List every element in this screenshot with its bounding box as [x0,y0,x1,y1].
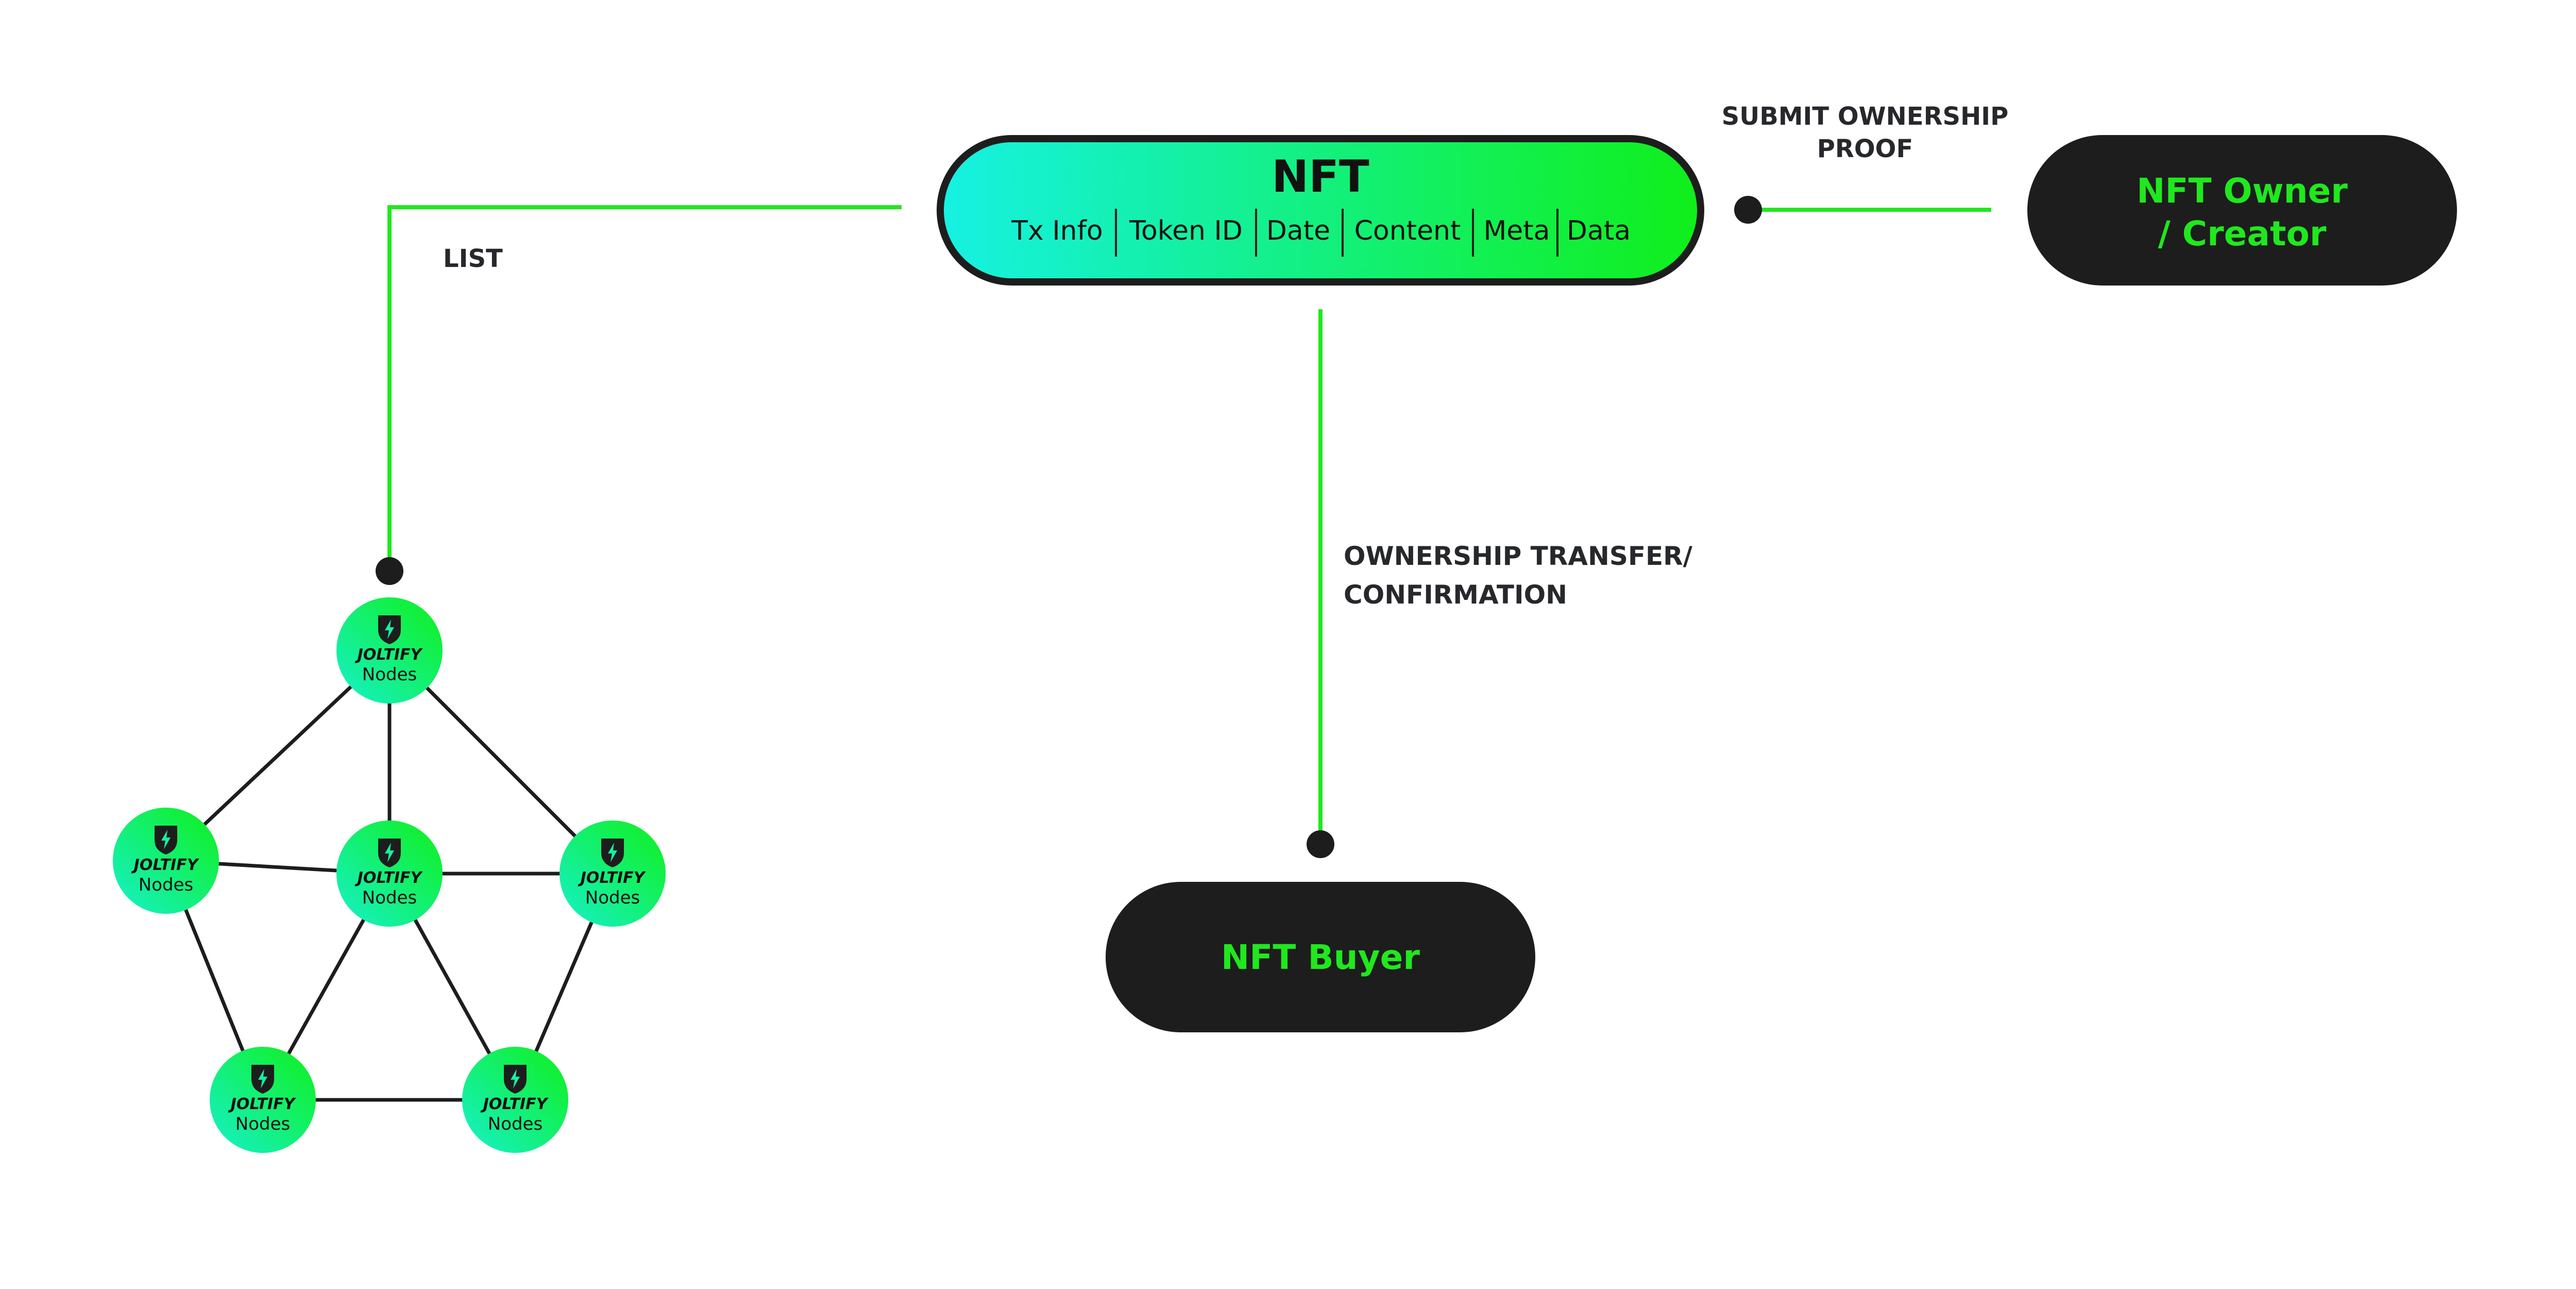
node-sub-label: Nodes [488,1114,543,1134]
shield-bolt-icon [378,615,401,644]
nft-card-title: NFT [1272,151,1369,203]
node-brand-label: JOLTIFY [131,856,200,874]
nft-field-token-id: Token ID [1129,215,1243,246]
node-brand-label: JOLTIFY [355,646,423,664]
node-brand-label: JOLTIFY [228,1095,297,1113]
node-sub-label: Nodes [139,875,193,895]
connectors [376,196,1991,858]
node-circle [462,1047,568,1153]
submit-ownership-label-line2: PROOF [1817,135,1913,163]
shield-bolt-icon [601,839,624,867]
nft-owner-creator-pill [2027,135,2457,286]
node-sub-label: Nodes [585,888,640,908]
nft-owner-label-line1: NFT Owner [2137,171,2348,211]
shield-bolt-icon [251,1065,274,1094]
shield-bolt-icon [378,839,401,867]
nft-field-data: Data [1567,215,1631,246]
list-connector [387,205,902,571]
nft-card: NFT Tx Info Token ID Date Content Meta D… [937,135,1704,286]
node-circle [336,821,443,927]
node-brand-label: JOLTIFY [355,869,423,887]
ownership-transfer-label-line2: CONFIRMATION [1344,580,1567,610]
nft-field-tx-info: Tx Info [1011,215,1103,246]
nft-owner-label-line2: / Creator [2158,214,2327,254]
nft-buyer-label: NFT Buyer [1221,938,1420,977]
nft-owner-creator-box: NFT Owner / Creator [2027,135,2457,286]
node-circle [210,1047,316,1153]
node-sub-label: Nodes [362,888,417,908]
nft-buyer-pill [1106,882,1535,1032]
nft-field-content: Content [1354,215,1461,246]
node-sub-label: Nodes [362,664,417,685]
shield-bolt-icon [155,826,177,855]
node-sub-label: Nodes [235,1114,290,1134]
list-label: LIST [443,244,503,273]
list-connector-endpoint [376,557,403,585]
node-circle [560,821,666,927]
nft-buyer-box: NFT Buyer [1106,882,1535,1032]
node-circle [113,808,219,914]
nft-card-body [944,142,1697,278]
submit-connector-endpoint [1734,196,1762,224]
node-brand-label: JOLTIFY [578,869,647,887]
nft-field-meta: Meta [1483,215,1550,246]
node-circle [336,597,443,704]
ownership-transfer-label-line1: OWNERSHIP TRANSFER/ [1344,541,1693,571]
nft-field-date: Date [1266,215,1330,246]
submit-ownership-label-line1: SUBMIT OWNERSHIP [1722,102,2009,131]
shield-bolt-icon [504,1065,527,1094]
transfer-connector-endpoint [1307,830,1334,858]
node-brand-label: JOLTIFY [481,1095,549,1113]
